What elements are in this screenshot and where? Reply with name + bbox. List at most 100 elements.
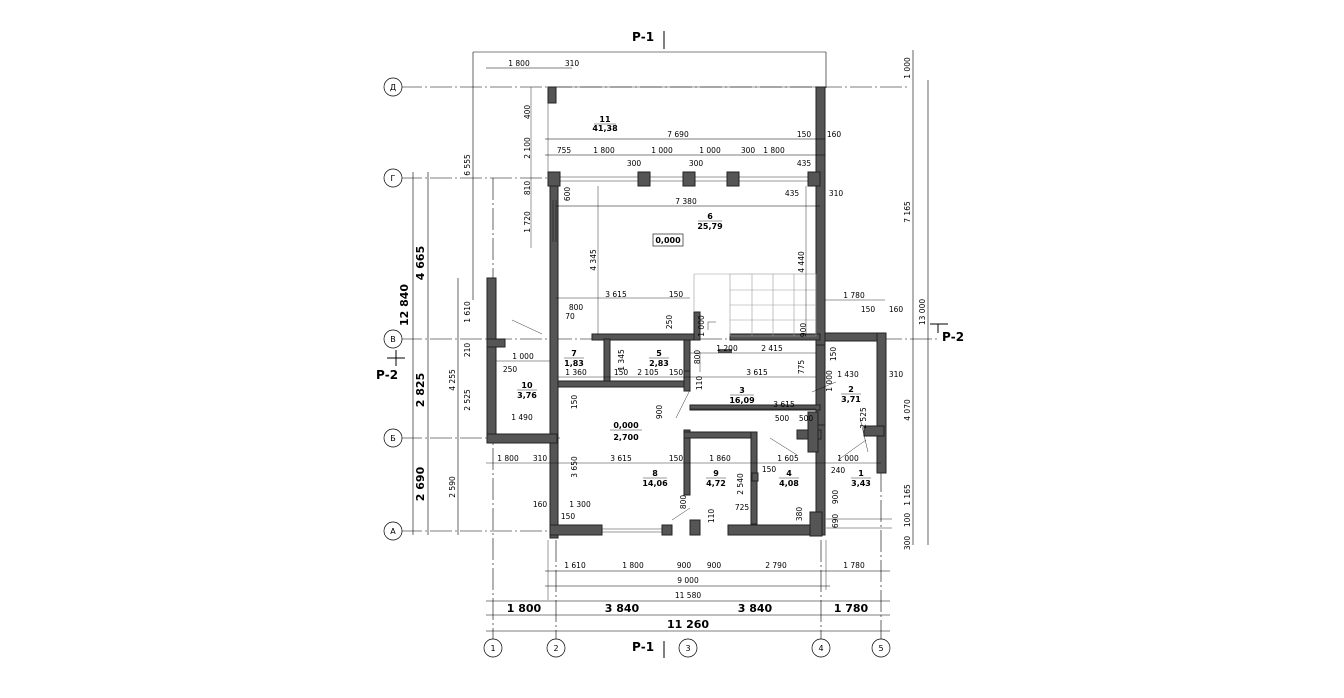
- door-swings: [511, 319, 869, 521]
- svg-text:2 590: 2 590: [448, 476, 457, 498]
- svg-text:8: 8: [652, 469, 658, 478]
- svg-text:1 300: 1 300: [569, 500, 591, 509]
- svg-text:1 720: 1 720: [523, 211, 532, 233]
- svg-text:435: 435: [785, 189, 800, 198]
- svg-text:3 615: 3 615: [610, 454, 632, 463]
- svg-text:160: 160: [533, 500, 548, 509]
- svg-text:2,83: 2,83: [649, 359, 669, 368]
- room-3: 316,09: [729, 386, 755, 405]
- svg-text:310: 310: [565, 59, 580, 68]
- section-label-right: Р-2: [942, 330, 964, 344]
- svg-text:2: 2: [848, 385, 854, 394]
- svg-text:1 000: 1 000: [699, 146, 721, 155]
- axis-bubble-col-5: 5: [871, 638, 891, 658]
- level-lower-top: 0,000: [613, 421, 639, 430]
- svg-text:1 430: 1 430: [837, 370, 859, 379]
- svg-text:1 000: 1 000: [903, 57, 912, 79]
- svg-text:70: 70: [565, 312, 575, 321]
- axis-grid-lines: [400, 86, 940, 640]
- svg-text:300: 300: [689, 159, 704, 168]
- svg-text:1 000: 1 000: [837, 454, 859, 463]
- svg-text:4: 4: [786, 469, 792, 478]
- svg-text:Д: Д: [390, 83, 396, 92]
- svg-text:14,06: 14,06: [642, 479, 668, 488]
- svg-text:150: 150: [861, 305, 876, 314]
- svg-text:5: 5: [656, 349, 662, 358]
- svg-text:1 780: 1 780: [834, 602, 869, 615]
- svg-text:12 840: 12 840: [398, 284, 411, 326]
- svg-text:300: 300: [741, 146, 756, 155]
- svg-text:1 605: 1 605: [777, 454, 799, 463]
- svg-text:800: 800: [569, 303, 584, 312]
- svg-text:1 800: 1 800: [497, 454, 519, 463]
- dims-interior-upper: 400 2 100 810 1 720 600 4 345 4 440: [523, 87, 807, 334]
- dims-interior-middle: 3 615 150 800 70 1 000 250 1 780 150 160…: [496, 290, 903, 429]
- svg-text:3 615: 3 615: [773, 400, 795, 409]
- svg-text:110: 110: [695, 376, 704, 391]
- svg-text:1 000: 1 000: [512, 352, 534, 361]
- svg-text:3,43: 3,43: [851, 479, 871, 488]
- svg-text:3 840: 3 840: [738, 602, 773, 615]
- staircase: [693, 273, 817, 353]
- svg-text:690: 690: [831, 514, 840, 529]
- axis-bubble-col-3: 3: [678, 638, 698, 658]
- svg-text:41,38: 41,38: [592, 124, 618, 133]
- svg-text:5: 5: [878, 644, 883, 653]
- svg-text:900: 900: [831, 490, 840, 505]
- svg-text:1 000: 1 000: [697, 315, 706, 337]
- svg-text:1 610: 1 610: [564, 561, 586, 570]
- room-4: 44,08: [779, 469, 799, 488]
- svg-text:1: 1: [490, 644, 495, 653]
- svg-text:2 825: 2 825: [414, 373, 427, 407]
- axis-bubble-col-1: 1: [483, 638, 503, 658]
- svg-text:6: 6: [707, 212, 713, 221]
- svg-text:3: 3: [685, 644, 690, 653]
- section-markers: Р-1 Р-1 Р-2 Р-2: [376, 30, 964, 658]
- svg-text:1 360: 1 360: [565, 368, 587, 377]
- svg-text:810: 810: [523, 181, 532, 196]
- svg-text:755: 755: [557, 146, 572, 155]
- walls: [486, 86, 887, 539]
- svg-text:725: 725: [735, 503, 750, 512]
- svg-text:1 000: 1 000: [825, 370, 834, 392]
- svg-text:1 800: 1 800: [593, 146, 615, 155]
- axis-bubble-row-В: В: [383, 329, 403, 349]
- svg-text:3 840: 3 840: [605, 602, 640, 615]
- section-label-left: Р-2: [376, 368, 398, 382]
- svg-text:3 650: 3 650: [570, 456, 579, 478]
- svg-text:Б: Б: [390, 434, 396, 443]
- svg-text:А: А: [390, 527, 396, 536]
- room-2: 23,71: [841, 385, 861, 404]
- section-label-top: Р-1: [632, 30, 654, 44]
- room-10: 103,76: [517, 381, 537, 400]
- dims-left: 4 665 12 840 2 825 2 690 6 555 1 610 210…: [398, 154, 472, 535]
- axis-bubbles: 1 2 3 4 5 Д Г В Б А: [383, 77, 891, 658]
- svg-text:775: 775: [797, 360, 806, 375]
- svg-text:300: 300: [627, 159, 642, 168]
- svg-text:150: 150: [561, 512, 576, 521]
- level-marks: 0,000 0,000 2,700: [610, 233, 684, 442]
- svg-text:4,08: 4,08: [779, 479, 799, 488]
- svg-text:1 800: 1 800: [763, 146, 785, 155]
- svg-text:13 000: 13 000: [918, 299, 927, 325]
- room-7: 71,83: [564, 349, 584, 368]
- svg-text:3,76: 3,76: [517, 391, 537, 400]
- svg-text:150: 150: [614, 368, 629, 377]
- svg-text:4,72: 4,72: [706, 479, 726, 488]
- svg-text:1 000: 1 000: [651, 146, 673, 155]
- svg-text:380: 380: [795, 507, 804, 522]
- svg-text:150: 150: [829, 347, 838, 362]
- svg-text:500: 500: [799, 414, 814, 423]
- svg-text:310: 310: [829, 189, 844, 198]
- svg-text:2 525: 2 525: [859, 407, 868, 429]
- svg-text:150: 150: [797, 130, 812, 139]
- svg-text:3 615: 3 615: [605, 290, 627, 299]
- room-6: 625,79: [697, 212, 723, 231]
- svg-text:9: 9: [713, 469, 719, 478]
- outline-lines: [472, 51, 827, 300]
- svg-text:400: 400: [523, 105, 532, 120]
- svg-text:900: 900: [677, 561, 692, 570]
- svg-text:150: 150: [669, 368, 684, 377]
- svg-text:310: 310: [533, 454, 548, 463]
- svg-text:500: 500: [775, 414, 790, 423]
